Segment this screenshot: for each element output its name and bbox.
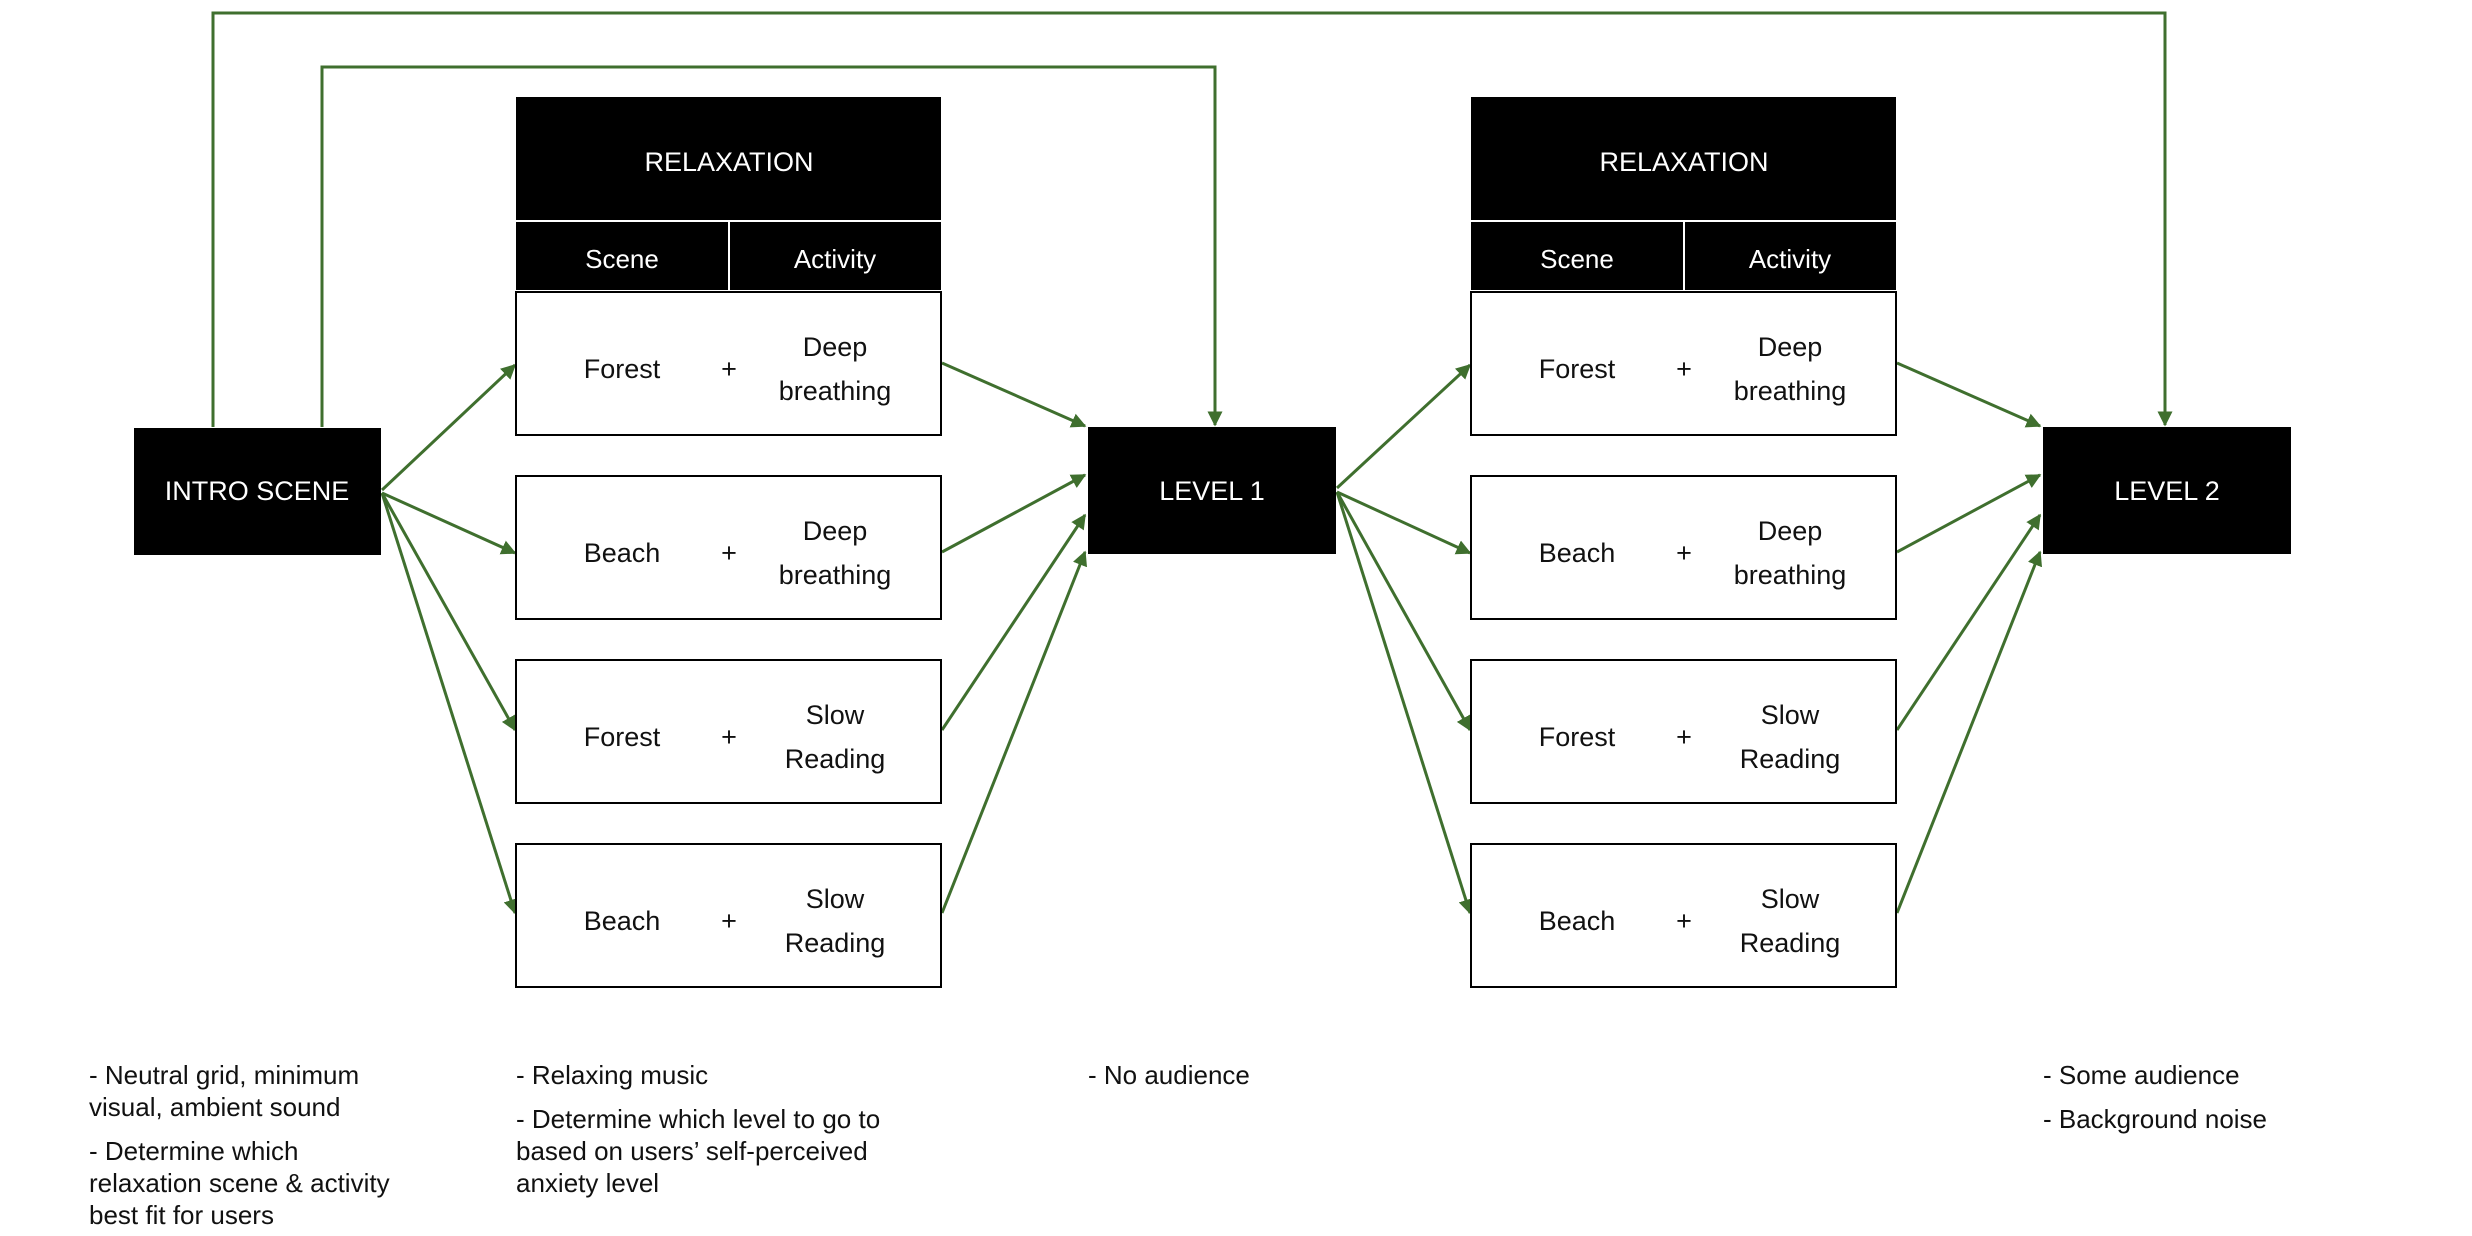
table-1-row-2-activity-line2: breathing [779,560,892,590]
table-2-row-2-activity-line2: breathing [1734,560,1847,590]
arrow-intro-to-t1-row4 [380,492,519,915]
table-2-row-3-plus: + [1676,722,1692,752]
table-2-row-3-activity-line2: Reading [1740,744,1841,774]
table-2-col-activity: Activity [1749,244,1831,274]
table-1-row-3-scene: Forest [584,722,661,752]
table-2-row-3-activity-line1: Slow [1761,700,1820,730]
level1-node: LEVEL 1 [1088,427,1336,554]
table-2-row-1-plus: + [1676,354,1692,384]
bypass-arrow-intro-to-level2 [211,11,2173,427]
table-2-row-2-activity-line1: Deep [1758,516,1823,546]
table-1-row-3-plus: + [721,722,737,752]
table-1-header: RELAXATION [644,147,813,177]
level2-note-line: - Some audience [2043,1060,2240,1090]
table-1-row: Beach + Deep breathing [515,475,942,620]
table-1-row-4-activity-line2: Reading [785,928,886,958]
arrow-level1-to-t2-row2 [1336,490,1472,555]
arrow-t2-row3-to-level2 [1895,513,2042,731]
table-1-row-1-activity-line2: breathing [779,376,892,406]
table-2-row-4-plus: + [1676,906,1692,936]
table-1-row-1-activity-line1: Deep [803,332,868,362]
table-1-col-scene: Scene [585,244,659,274]
table-1-row: Beach + Slow Reading [515,843,942,988]
relaxation-note-line: based on users’ self-perceived [516,1136,868,1166]
intro-scene-label: INTRO SCENE [165,476,350,506]
table-1-col-activity: Activity [794,244,876,274]
arrow-intro-to-t1-row3 [380,492,517,732]
arrow-t1-row2-to-level1 [941,473,1087,554]
arrow-intro-to-t1-row1 [380,363,517,492]
arrow-intro-to-t1-row2 [381,491,517,555]
intro-note-line: - Determine which [89,1136,299,1166]
table-2-row-2-plus: + [1676,538,1692,568]
relaxation-notes: - Relaxing music - Determine which level… [516,1059,976,1199]
table-1-row-1-scene: Forest [584,354,661,384]
relaxation-note-line: anxiety level [516,1168,660,1198]
level1-notes: - No audience [1088,1059,1388,1091]
table-1-row-4-plus: + [721,906,737,936]
table-1-row-3-activity-line2: Reading [785,744,886,774]
table-2-row-4-activity-line1: Slow [1761,884,1820,914]
table-1-row: Forest + Slow Reading [515,659,942,804]
arrow-level1-to-t2-row3 [1335,491,1472,732]
table-2-header: RELAXATION [1599,147,1768,177]
table-2-row-1-activity-line2: breathing [1734,376,1847,406]
level2-node: LEVEL 2 [2043,427,2291,554]
relaxation-note-line: - Relaxing music [516,1060,709,1090]
table-2-row: Beach + Deep breathing [1470,475,1897,620]
level2-note-line: - Background noise [2043,1104,2268,1134]
table-2-row: Forest + Slow Reading [1470,659,1897,804]
table-2-row-1-activity-line1: Deep [1758,332,1823,362]
intro-note-line: visual, ambient sound [89,1092,341,1122]
table-1-row: Forest + Deep breathing [515,291,942,436]
arrow-level1-to-t2-row4 [1335,491,1474,915]
relaxation-table-2: RELAXATION Scene Activity Forest + Deep … [1470,97,1897,988]
table-2-row: Beach + Slow Reading [1470,843,1897,988]
relaxation-table-1: RELAXATION Scene Activity Forest + Deep … [515,97,942,988]
bypass-arrow-intro-to-level1 [320,65,1223,427]
table-1-row-2-activity-line1: Deep [803,516,868,546]
level1-note-line: - No audience [1088,1060,1250,1090]
level1-label: LEVEL 1 [1159,476,1265,506]
table-2-row-2-scene: Beach [1539,538,1616,568]
table-1-row-1-plus: + [721,354,737,384]
arrow-t2-row2-to-level2 [1896,473,2042,554]
table-2-col-scene: Scene [1540,244,1614,274]
table-2-row-3-scene: Forest [1539,722,1616,752]
intro-scene-node: INTRO SCENE [134,428,381,555]
intro-note-line: best fit for users [89,1200,274,1230]
arrow-t2-row1-to-level2 [1896,361,2042,428]
table-2-row-4-scene: Beach [1539,906,1616,936]
arrow-level1-to-t2-row1 [1335,363,1472,490]
level2-label: LEVEL 2 [2114,476,2220,506]
table-2-row-4-activity-line2: Reading [1740,928,1841,958]
intro-note-line: - Neutral grid, minimum [89,1060,360,1090]
table-1-row-4-activity-line1: Slow [806,884,865,914]
intro-note-line: relaxation scene & activity [89,1168,390,1198]
relaxation-note-line: - Determine which level to go to [516,1104,881,1134]
arrow-t2-row4-to-level2 [1895,550,2043,914]
arrow-t1-row1-to-level1 [941,361,1087,428]
arrow-t1-row4-to-level1 [940,550,1088,914]
table-1-row-3-activity-line1: Slow [806,700,865,730]
level2-notes: - Some audience - Background noise [2043,1059,2373,1135]
table-2-row-1-scene: Forest [1539,354,1616,384]
arrow-t1-row3-to-level1 [940,513,1087,731]
table-1-row-4-scene: Beach [584,906,661,936]
intro-notes: - Neutral grid, minimum visual, ambient … [89,1059,449,1231]
table-2-row: Forest + Deep breathing [1470,291,1897,436]
table-1-row-2-scene: Beach [584,538,661,568]
connectors [211,11,2173,915]
table-1-row-2-plus: + [721,538,737,568]
